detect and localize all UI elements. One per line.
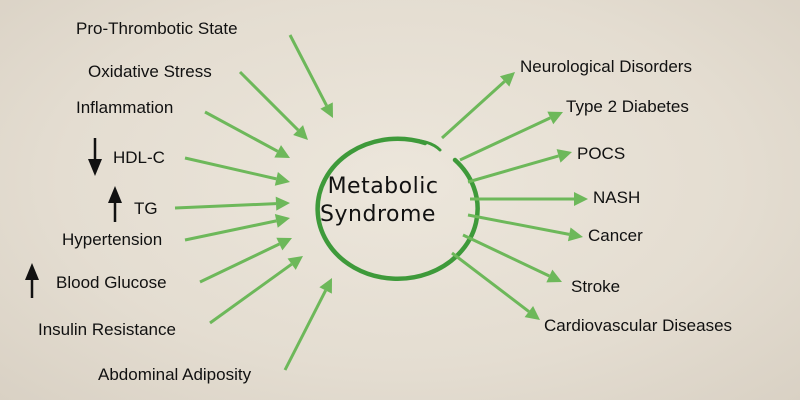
connector-arrow	[283, 278, 332, 371]
connector-arrow	[440, 72, 515, 140]
outcome-label-cardiovascular-diseases: Cardiovascular Diseases	[544, 316, 732, 335]
cause-label-inflammation: Inflammation	[76, 98, 173, 117]
connector-arrow	[238, 70, 308, 140]
center-ring	[315, 136, 480, 281]
connector-arrow	[451, 251, 540, 320]
outcome-label-pocs: POCS	[577, 144, 625, 163]
connector-arrows	[174, 34, 588, 371]
connector-arrow	[174, 196, 290, 211]
connector-arrow	[288, 34, 333, 118]
connector-arrow	[459, 111, 563, 162]
connector-arrow	[467, 213, 583, 242]
arrow-up-icon	[25, 263, 39, 298]
connector-arrow	[184, 156, 290, 186]
outcome-label-stroke: Stroke	[571, 277, 620, 296]
outcome-label-neurological-disorders: Neurological Disorders	[520, 57, 692, 76]
cause-label-hdl-c: HDL-C	[113, 148, 165, 167]
connector-arrow	[470, 192, 588, 206]
arrow-down-icon	[88, 138, 102, 176]
connector-arrow	[204, 110, 290, 158]
center-title-line2: Syndrome	[320, 202, 436, 227]
cause-label-pro-thrombotic-state: Pro-Thrombotic State	[76, 19, 238, 38]
connector-arrow	[462, 233, 562, 283]
cause-label-insulin-resistance: Insulin Resistance	[38, 320, 176, 339]
outcome-label-type-2-diabetes: Type 2 Diabetes	[566, 97, 689, 116]
cause-label-hypertension: Hypertension	[62, 230, 162, 249]
outcome-label-cancer: Cancer	[588, 226, 643, 245]
arrow-up-icon	[108, 186, 122, 222]
cause-label-blood-glucose: Blood Glucose	[56, 273, 167, 292]
cause-label-oxidative-stress: Oxidative Stress	[88, 62, 212, 81]
center-title-line1: Metabolic	[328, 174, 439, 199]
connector-arrow	[184, 214, 290, 242]
cause-label-tg: TG	[134, 199, 158, 218]
connector-arrow	[209, 256, 303, 325]
connector-arrow	[199, 237, 292, 284]
outcome-label-nash: NASH	[593, 188, 640, 207]
connector-arrow	[467, 149, 572, 184]
cause-label-abdominal-adiposity: Abdominal Adiposity	[98, 365, 252, 384]
